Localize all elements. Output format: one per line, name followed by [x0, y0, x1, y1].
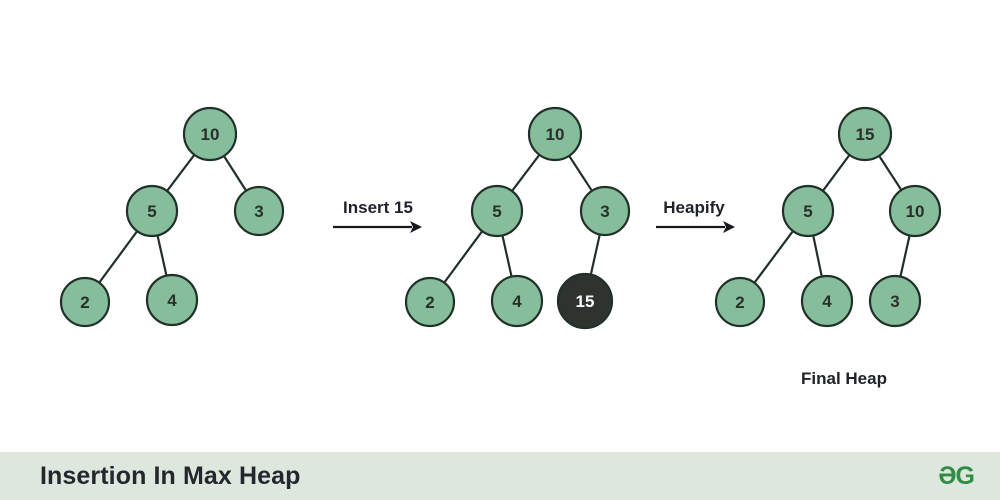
node-value: 2	[425, 293, 434, 312]
node-value: 2	[735, 293, 744, 312]
tree-node[interactable]: 10	[182, 106, 238, 162]
tree-node[interactable]: 2	[59, 276, 111, 328]
node-value: 2	[80, 293, 89, 312]
tree-final: 15 5 10 2 4 3	[714, 106, 942, 328]
transition-label: Insert 15	[343, 198, 413, 217]
node-circle	[579, 185, 631, 237]
tree-node[interactable]: 3	[233, 185, 285, 237]
tree-node[interactable]: 10	[888, 184, 942, 238]
tree-node[interactable]: 15	[837, 106, 893, 162]
node-value: 10	[546, 125, 565, 144]
tree-node[interactable]: 15	[556, 272, 614, 330]
tree-node[interactable]: 3	[868, 274, 922, 328]
tree-node[interactable]: 4	[145, 273, 199, 327]
node-circle-highlighted	[556, 272, 614, 330]
node-value: 10	[906, 202, 925, 221]
tree-edge	[752, 229, 795, 285]
arrow-head-icon	[723, 221, 735, 233]
node-circle	[182, 106, 238, 162]
node-value: 4	[167, 291, 177, 310]
tree-edge	[567, 153, 594, 193]
node-circle	[125, 184, 179, 238]
tree-node[interactable]: 5	[125, 184, 179, 238]
tree-node[interactable]: 4	[490, 274, 544, 328]
tree-node[interactable]: 10	[527, 106, 583, 162]
transition-label: Heapify	[663, 198, 725, 217]
node-circle	[868, 274, 922, 328]
transition-insert: Insert 15	[333, 198, 422, 233]
footer-title: Insertion In Max Heap	[40, 461, 301, 490]
tree-caption: Final Heap	[801, 369, 887, 388]
geeksforgeeks-logo-icon: ӘG	[938, 461, 975, 490]
tree-node[interactable]: 5	[470, 184, 524, 238]
node-value: 3	[600, 202, 609, 221]
tree-initial: 10 5 3 2 4	[59, 106, 285, 328]
node-circle	[837, 106, 893, 162]
node-circle	[527, 106, 583, 162]
tree-edge	[899, 233, 911, 279]
node-circle	[470, 184, 524, 238]
tree-initial-edges	[97, 152, 248, 285]
tree-node[interactable]: 3	[579, 185, 631, 237]
transition-heapify: Heapify	[656, 198, 735, 233]
tree-node[interactable]: 2	[404, 276, 456, 328]
tree-edge	[877, 153, 904, 192]
tree-final-edges	[752, 153, 911, 285]
node-value: 3	[890, 292, 899, 311]
tree-edge	[589, 232, 602, 277]
node-value: 4	[512, 292, 522, 311]
node-value: 5	[147, 202, 156, 221]
tree-edge	[222, 154, 248, 193]
tree-edge	[501, 233, 513, 279]
node-circle	[145, 273, 199, 327]
tree-edge	[442, 229, 484, 285]
node-circle	[233, 185, 285, 237]
tree-edge	[97, 229, 139, 285]
tree-after-insert-edges	[442, 152, 602, 285]
tree-after-insert: 10 5 3 2 4 15	[404, 106, 631, 330]
node-value: 5	[803, 202, 812, 221]
node-circle	[781, 184, 835, 238]
node-circle	[59, 276, 111, 328]
tree-edge	[156, 233, 168, 278]
tree-edge	[811, 233, 824, 279]
node-circle	[404, 276, 456, 328]
node-value: 5	[492, 202, 501, 221]
node-circle	[490, 274, 544, 328]
tree-edge	[821, 153, 852, 193]
node-circle	[714, 276, 766, 328]
node-value: 15	[856, 125, 875, 144]
tree-node[interactable]: 5	[781, 184, 835, 238]
node-circle	[888, 184, 942, 238]
arrow-head-icon	[410, 221, 422, 233]
footer-bar: Insertion In Max Heap ӘG	[0, 452, 1000, 500]
node-circle	[800, 274, 854, 328]
node-value: 15	[576, 292, 595, 311]
node-value: 10	[201, 125, 220, 144]
tree-node[interactable]: 2	[714, 276, 766, 328]
tree-node[interactable]: 4	[800, 274, 854, 328]
node-value: 3	[254, 202, 263, 221]
tree-edge	[165, 152, 197, 193]
tree-edge	[510, 152, 542, 193]
node-value: 4	[822, 292, 832, 311]
